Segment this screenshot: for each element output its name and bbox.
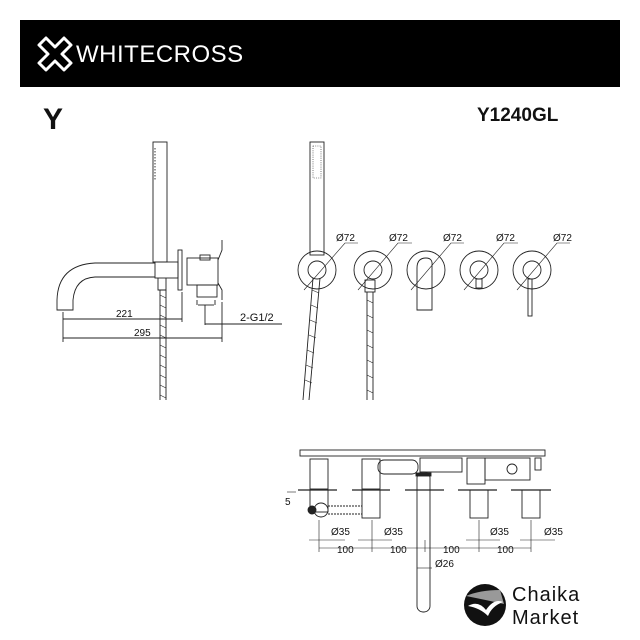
front-diameter-5: Ø72 bbox=[553, 233, 572, 244]
watermark-line2: Market bbox=[512, 607, 580, 629]
brand-header: WHITECROSS bbox=[20, 20, 620, 87]
series-letter: Y bbox=[43, 103, 64, 136]
dim-connection: 2-G1/2 bbox=[240, 312, 274, 324]
watermark-line1: Chaika bbox=[512, 584, 581, 606]
chaika-logo-icon bbox=[464, 584, 506, 626]
spout-diameter: Ø26 bbox=[435, 559, 454, 570]
top-diameter-3: Ø35 bbox=[490, 527, 509, 538]
top-diameter-1: Ø35 bbox=[331, 527, 350, 538]
front-view: Ø72 Ø72 Ø72 Ø72 Ø72 bbox=[297, 141, 572, 401]
front-diameter-3: Ø72 bbox=[443, 233, 462, 244]
cross-outline-icon bbox=[37, 36, 73, 72]
spacing-4: 100 bbox=[497, 545, 514, 556]
dim-total: 295 bbox=[134, 328, 151, 339]
brand-name: WHITECROSS bbox=[76, 41, 244, 68]
dim-spout: 221 bbox=[116, 309, 133, 320]
watermark-text: Chaika Market bbox=[512, 584, 580, 630]
top-view: 5 Ø35 Ø35 Ø35 Ø35 100 100 100 100 Ø26 bbox=[285, 449, 563, 613]
spacing-2: 100 bbox=[390, 545, 407, 556]
spacing-1: 100 bbox=[337, 545, 354, 556]
spacing-3: 100 bbox=[443, 545, 460, 556]
top-diameter-4: Ø35 bbox=[544, 527, 563, 538]
top-diameter-2: Ø35 bbox=[384, 527, 403, 538]
dim-offset: 5 bbox=[285, 497, 291, 508]
front-diameter-4: Ø72 bbox=[496, 233, 515, 244]
spout-side bbox=[56, 262, 155, 311]
model-code: Y1240GL bbox=[477, 105, 559, 126]
front-diameter-1: Ø72 bbox=[336, 233, 355, 244]
hand-shower-front bbox=[309, 141, 325, 256]
side-view: 221 295 2-G1/2 bbox=[56, 141, 282, 400]
front-diameter-2: Ø72 bbox=[389, 233, 408, 244]
